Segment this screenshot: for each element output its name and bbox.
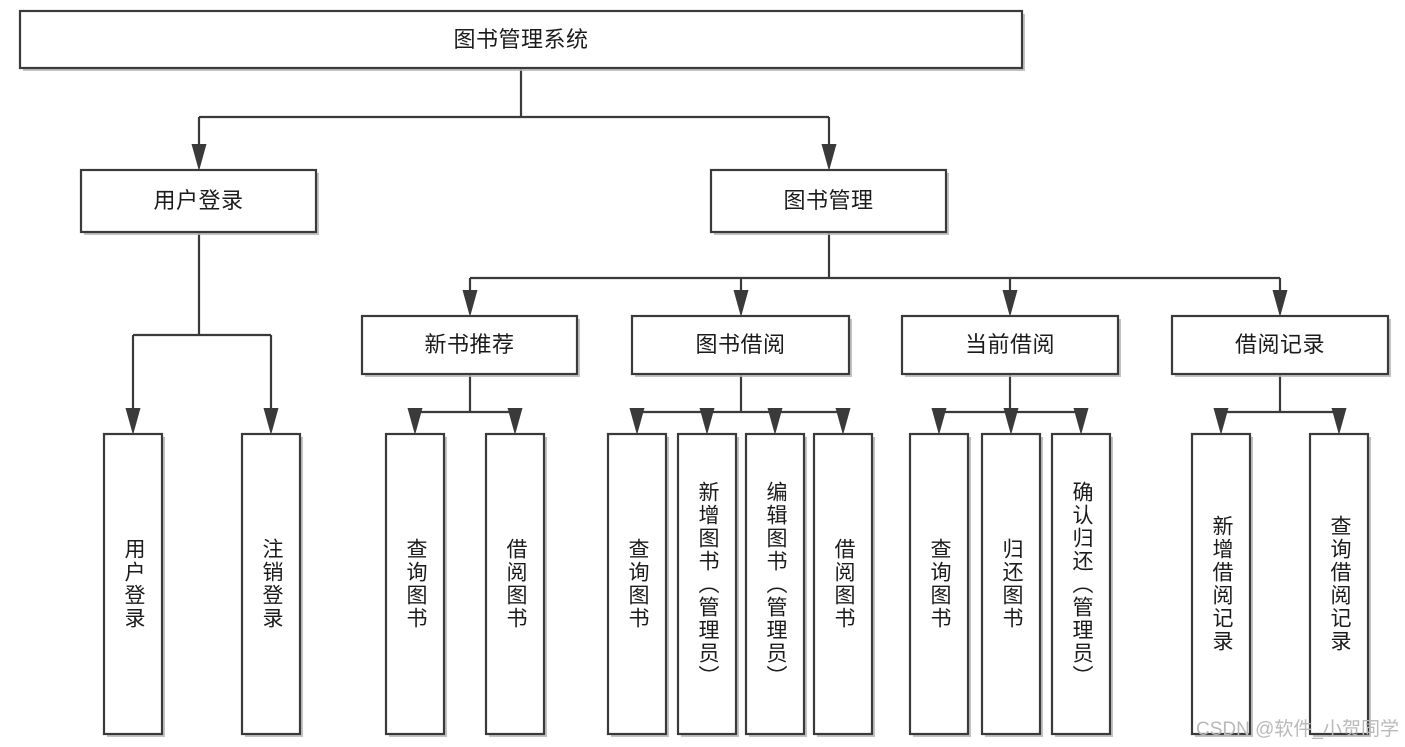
arrow-head-icon bbox=[1073, 408, 1089, 435]
node-box-l-user-login[interactable] bbox=[102, 432, 164, 736]
node-box-l-logout[interactable] bbox=[240, 432, 302, 736]
node-box-root[interactable] bbox=[18, 9, 1024, 70]
arrow-head-icon bbox=[835, 408, 851, 435]
node-box-l-confirm-return[interactable] bbox=[1050, 432, 1112, 736]
arrow-head-icon bbox=[1003, 408, 1019, 435]
arrow-head-icon bbox=[191, 144, 207, 171]
arrow-head-icon bbox=[699, 408, 715, 435]
watermark-text: CSDN @软件_小贺同学 bbox=[1196, 719, 1399, 740]
arrow-head-icon bbox=[767, 408, 783, 435]
arrow-head-icon bbox=[821, 144, 837, 171]
node-box-n-borrow[interactable] bbox=[630, 314, 851, 376]
arrow-head-icon bbox=[263, 408, 279, 435]
arrow-head-icon bbox=[407, 408, 423, 435]
arrow-head-icon bbox=[1002, 290, 1018, 317]
node-box-n-new-book[interactable] bbox=[360, 314, 579, 376]
node-box-l-query-book-3[interactable] bbox=[908, 432, 970, 736]
node-box-l-return-book[interactable] bbox=[980, 432, 1042, 736]
node-box-n-user-login[interactable] bbox=[79, 168, 318, 234]
arrow-head-icon bbox=[462, 290, 478, 317]
node-box-l-query-book-1[interactable] bbox=[384, 432, 446, 736]
arrow-head-icon bbox=[931, 408, 947, 435]
node-box-l-query-book-2[interactable] bbox=[606, 432, 668, 736]
arrow-head-icon bbox=[507, 408, 523, 435]
arrow-head-icon bbox=[733, 290, 749, 317]
node-box-l-add-book[interactable] bbox=[676, 432, 738, 736]
arrow-head-icon bbox=[1213, 408, 1229, 435]
node-box-n-record[interactable] bbox=[1170, 314, 1390, 376]
node-box-n-book-mgmt[interactable] bbox=[709, 168, 948, 234]
arrow-head-icon bbox=[1331, 408, 1347, 435]
nodes-layer bbox=[18, 9, 1391, 737]
node-box-l-borrow-book-1[interactable] bbox=[484, 432, 546, 736]
node-box-l-add-record[interactable] bbox=[1190, 432, 1252, 736]
arrow-head-icon bbox=[125, 408, 141, 435]
node-box-l-query-record[interactable] bbox=[1308, 432, 1370, 736]
node-box-l-edit-book[interactable] bbox=[744, 432, 806, 736]
edges-layer bbox=[125, 68, 1347, 435]
arrow-head-icon bbox=[1272, 290, 1288, 317]
node-box-l-borrow-book-2[interactable] bbox=[812, 432, 874, 736]
node-box-n-current[interactable] bbox=[900, 314, 1120, 376]
arrow-head-icon bbox=[629, 408, 645, 435]
